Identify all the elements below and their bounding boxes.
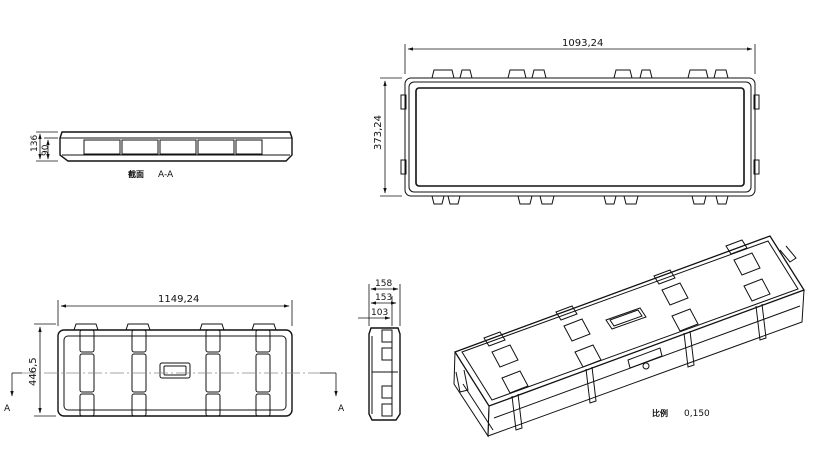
front-view-dimensions <box>34 300 293 417</box>
section-marker-right: A <box>338 404 345 414</box>
scale-value: 0,150 <box>684 409 710 419</box>
dim-front-height: 446,5 <box>28 357 39 386</box>
section-title-cn: 截面 <box>128 169 144 179</box>
dim-side-158: 158 <box>375 279 392 289</box>
section-marker-left: A <box>4 404 11 414</box>
dim-top-height: 373,24 <box>373 115 384 150</box>
section-view <box>59 131 293 162</box>
section-dimensions <box>36 131 58 162</box>
section-title: A-A <box>158 170 174 180</box>
section-arrows <box>10 372 338 397</box>
side-view-dimensions <box>358 284 401 326</box>
top-view <box>400 69 760 205</box>
side-view <box>368 327 401 421</box>
dim-section-inner: 90 <box>41 144 51 156</box>
dim-side-153: 153 <box>375 293 392 303</box>
scale-label-cn: 比例 <box>652 408 668 418</box>
front-view <box>57 323 293 417</box>
top-view-dimensions <box>380 44 756 197</box>
dim-section-outer: 136 <box>30 135 40 152</box>
isometric-view <box>453 235 805 438</box>
dim-top-width: 1093,24 <box>562 38 603 49</box>
dim-front-width: 1149,24 <box>158 294 199 305</box>
dim-side-103: 103 <box>371 308 388 318</box>
